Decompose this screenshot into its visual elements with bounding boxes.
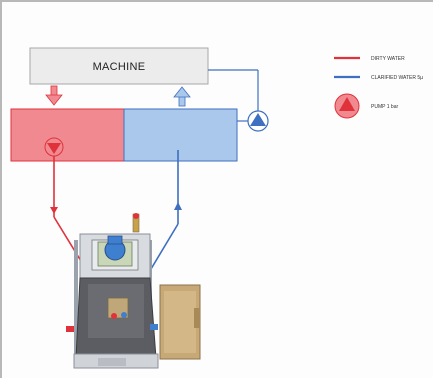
machine-box: MACHINE — [29, 47, 209, 85]
legend-clarified-water-label: CLARIFIED WATER 5µ — [371, 75, 423, 81]
dirty-tank-pump-icon — [44, 137, 64, 157]
dirty-water-tank — [10, 108, 125, 162]
legend-dirty-water: DIRTY WATER — [334, 56, 405, 62]
return-pump-icon — [247, 110, 269, 132]
clarified-return-arrow-icon — [173, 86, 191, 107]
filter-unit-illustration — [66, 213, 159, 369]
legend-clarified-water: CLARIFIED WATER 5µ — [334, 75, 423, 81]
dirty-outlet-arrow-icon — [45, 85, 63, 106]
sludge-bin-illustration — [159, 284, 201, 360]
legend-pump: PUMP 1 bar — [334, 93, 398, 119]
pump-icon — [339, 97, 355, 111]
legend-pump-label: PUMP 1 bar — [371, 104, 398, 110]
legend-dirty-water-label: DIRTY WATER — [371, 56, 405, 62]
machine-label: MACHINE — [93, 61, 146, 73]
legend: DIRTY WATER CLARIFIED WATER 5µ PUMP 1 ba… — [334, 56, 423, 119]
clarified-water-tank — [123, 108, 238, 162]
return-line — [208, 69, 259, 122]
